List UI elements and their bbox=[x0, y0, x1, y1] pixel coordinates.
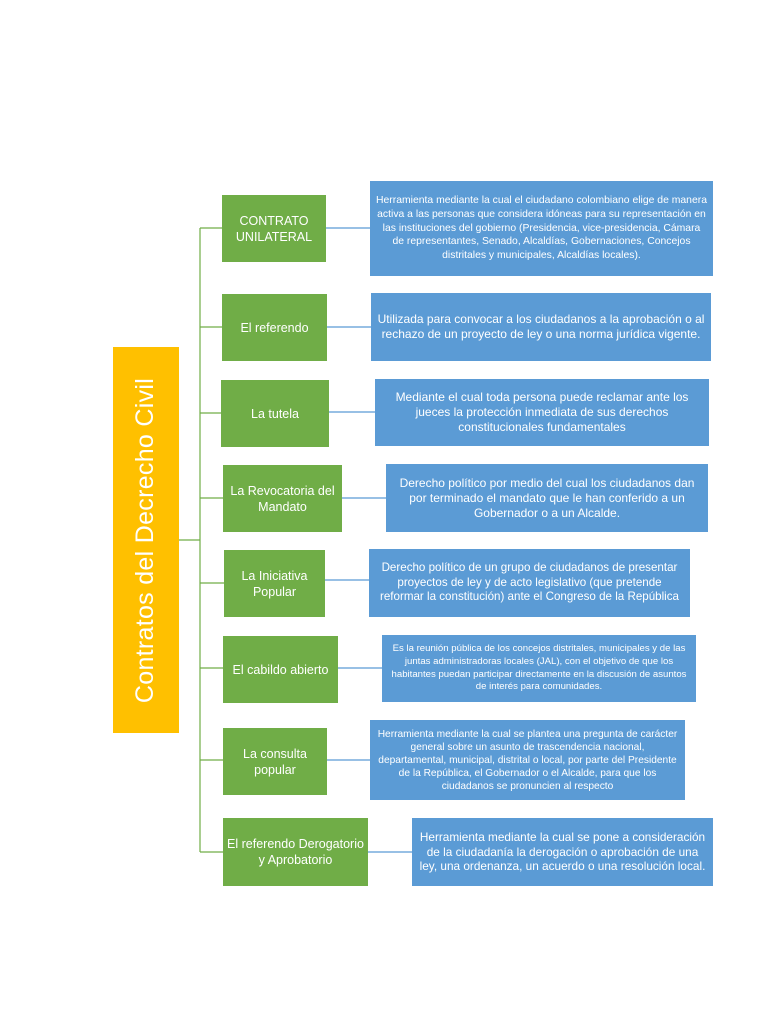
description-box-referendo-derogatorio: Herramienta mediante la cual se pone a c… bbox=[412, 818, 713, 886]
concept-box-contrato-unilateral: CONTRATO UNILATERAL bbox=[222, 195, 326, 262]
concept-label: La consulta popular bbox=[243, 746, 307, 777]
description-text: Herramienta mediante la cual el ciudadan… bbox=[376, 195, 707, 262]
concept-box-iniciativa-popular: La Iniciativa Popular bbox=[224, 550, 325, 617]
description-text: Herramienta mediante la cual se pone a c… bbox=[419, 829, 706, 874]
concept-label: CONTRATO UNILATERAL bbox=[235, 213, 313, 244]
concept-box-referendo-derogatorio: El referendo Derogatorio y Aprobatorio bbox=[223, 818, 368, 886]
description-box-contrato-unilateral: Herramienta mediante la cual el ciudadan… bbox=[370, 181, 713, 276]
description-text: Derecho político por medio del cual los … bbox=[399, 475, 695, 520]
concept-box-revocatoria: La Revocatoria del Mandato bbox=[223, 465, 342, 532]
concept-label: La Revocatoria del Mandato bbox=[230, 483, 335, 514]
concept-box-referendo: El referendo bbox=[222, 294, 327, 361]
description-box-cabildo-abierto: Es la reunión pública de los concejos di… bbox=[382, 635, 696, 702]
description-box-revocatoria: Derecho político por medio del cual los … bbox=[386, 464, 708, 532]
concept-box-consulta-popular: La consulta popular bbox=[223, 728, 327, 795]
description-text: Es la reunión pública de los concejos di… bbox=[391, 643, 687, 693]
description-text: Mediante el cual toda persona puede recl… bbox=[395, 390, 689, 434]
concept-box-cabildo-abierto: El cabildo abierto bbox=[223, 636, 338, 703]
description-box-tutela: Mediante el cual toda persona puede recl… bbox=[375, 379, 709, 446]
concept-label: El referendo bbox=[240, 320, 309, 335]
root-concept-label: Contratos del Decrecho Civil bbox=[131, 377, 160, 703]
description-box-iniciativa-popular: Derecho político de un grupo de ciudadan… bbox=[369, 549, 690, 617]
description-text: Herramienta mediante la cual se plantea … bbox=[377, 728, 678, 792]
concept-box-tutela: La tutela bbox=[221, 380, 329, 447]
description-text: Utilizada para convocar a los ciudadanos… bbox=[377, 312, 705, 341]
root-concept-box: Contratos del Decrecho Civil bbox=[113, 347, 179, 733]
concept-label: La tutela bbox=[251, 406, 299, 421]
concept-label: El referendo Derogatorio y Aprobatorio bbox=[227, 837, 364, 867]
concept-label: La Iniciativa Popular bbox=[241, 568, 308, 599]
description-box-consulta-popular: Herramienta mediante la cual se plantea … bbox=[370, 720, 685, 800]
description-text: Derecho político de un grupo de ciudadan… bbox=[379, 561, 680, 604]
description-box-referendo: Utilizada para convocar a los ciudadanos… bbox=[371, 293, 711, 361]
concept-label: El cabildo abierto bbox=[232, 662, 329, 677]
